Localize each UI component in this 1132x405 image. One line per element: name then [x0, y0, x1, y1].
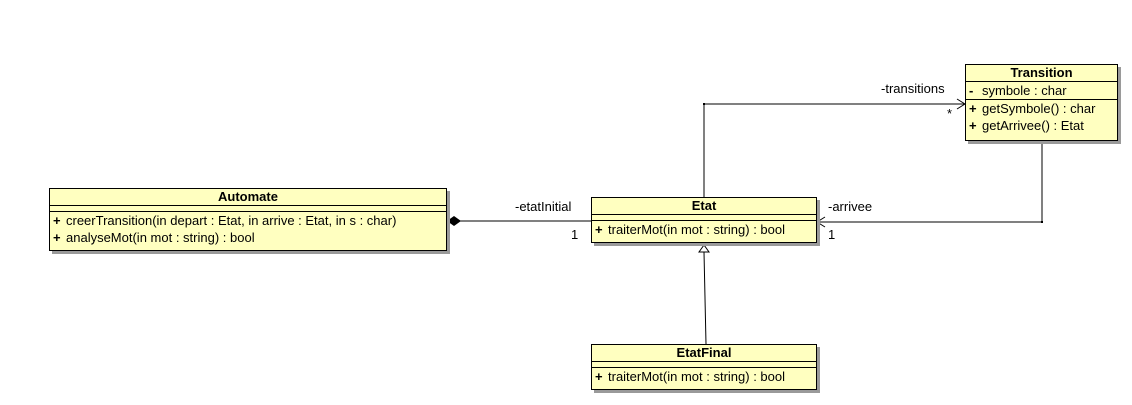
- generalization-triangle: [698, 244, 710, 253]
- operations-compartment: +getSymbole() : char +getArrivee() : Eta…: [966, 100, 1117, 134]
- class-transition[interactable]: Transition -symbole : char +getSymbole()…: [965, 64, 1118, 141]
- class-automate[interactable]: Automate +creerTransition(in depart : Et…: [49, 188, 447, 251]
- attribute: -symbole : char: [969, 83, 1067, 98]
- bend-point: [1041, 221, 1043, 223]
- arrowhead-arrivee: [816, 216, 826, 228]
- role-label-arrivee: -arrivee: [828, 199, 873, 214]
- bend-point: [703, 103, 705, 105]
- association-line-transitions: [703, 103, 965, 197]
- composition-diamond: [447, 216, 461, 226]
- operation: +getSymbole() : char: [969, 101, 1096, 116]
- operations-compartment: +creerTransition(in depart : Etat, in ar…: [50, 212, 446, 246]
- attributes-compartment: -symbole : char: [966, 82, 1117, 100]
- operations-compartment: +traiterMot(in mot : string) : bool: [592, 221, 816, 238]
- class-etat[interactable]: Etat +traiterMot(in mot : string) : bool: [591, 197, 817, 243]
- class-name: Automate: [50, 189, 446, 206]
- class-name: Transition: [966, 65, 1117, 82]
- operations-compartment: +traiterMot(in mot : string) : bool: [592, 368, 816, 385]
- class-name: Etat: [592, 198, 816, 215]
- operation: +analyseMot(in mot : string) : bool: [53, 230, 255, 245]
- multiplicity-arrivee: 1: [828, 227, 836, 242]
- attributes-compartment: [592, 215, 816, 221]
- class-etatfinal[interactable]: EtatFinal +traiterMot(in mot : string) :…: [591, 344, 817, 390]
- operation: +getArrivee() : Etat: [969, 118, 1084, 133]
- multiplicity-transitions: *: [947, 106, 953, 121]
- attributes-compartment: [50, 206, 446, 212]
- role-label-etat-initial: -etatInitial: [515, 199, 572, 214]
- generalization-line: [703, 251, 707, 345]
- multiplicity-etat-initial: 1: [571, 227, 579, 242]
- attributes-compartment: [592, 362, 816, 368]
- operation: +creerTransition(in depart : Etat, in ar…: [53, 213, 397, 228]
- role-label-transitions: -transitions: [881, 81, 945, 96]
- operation: +traiterMot(in mot : string) : bool: [595, 222, 785, 237]
- operation: +traiterMot(in mot : string) : bool: [595, 369, 785, 384]
- class-name: EtatFinal: [592, 345, 816, 362]
